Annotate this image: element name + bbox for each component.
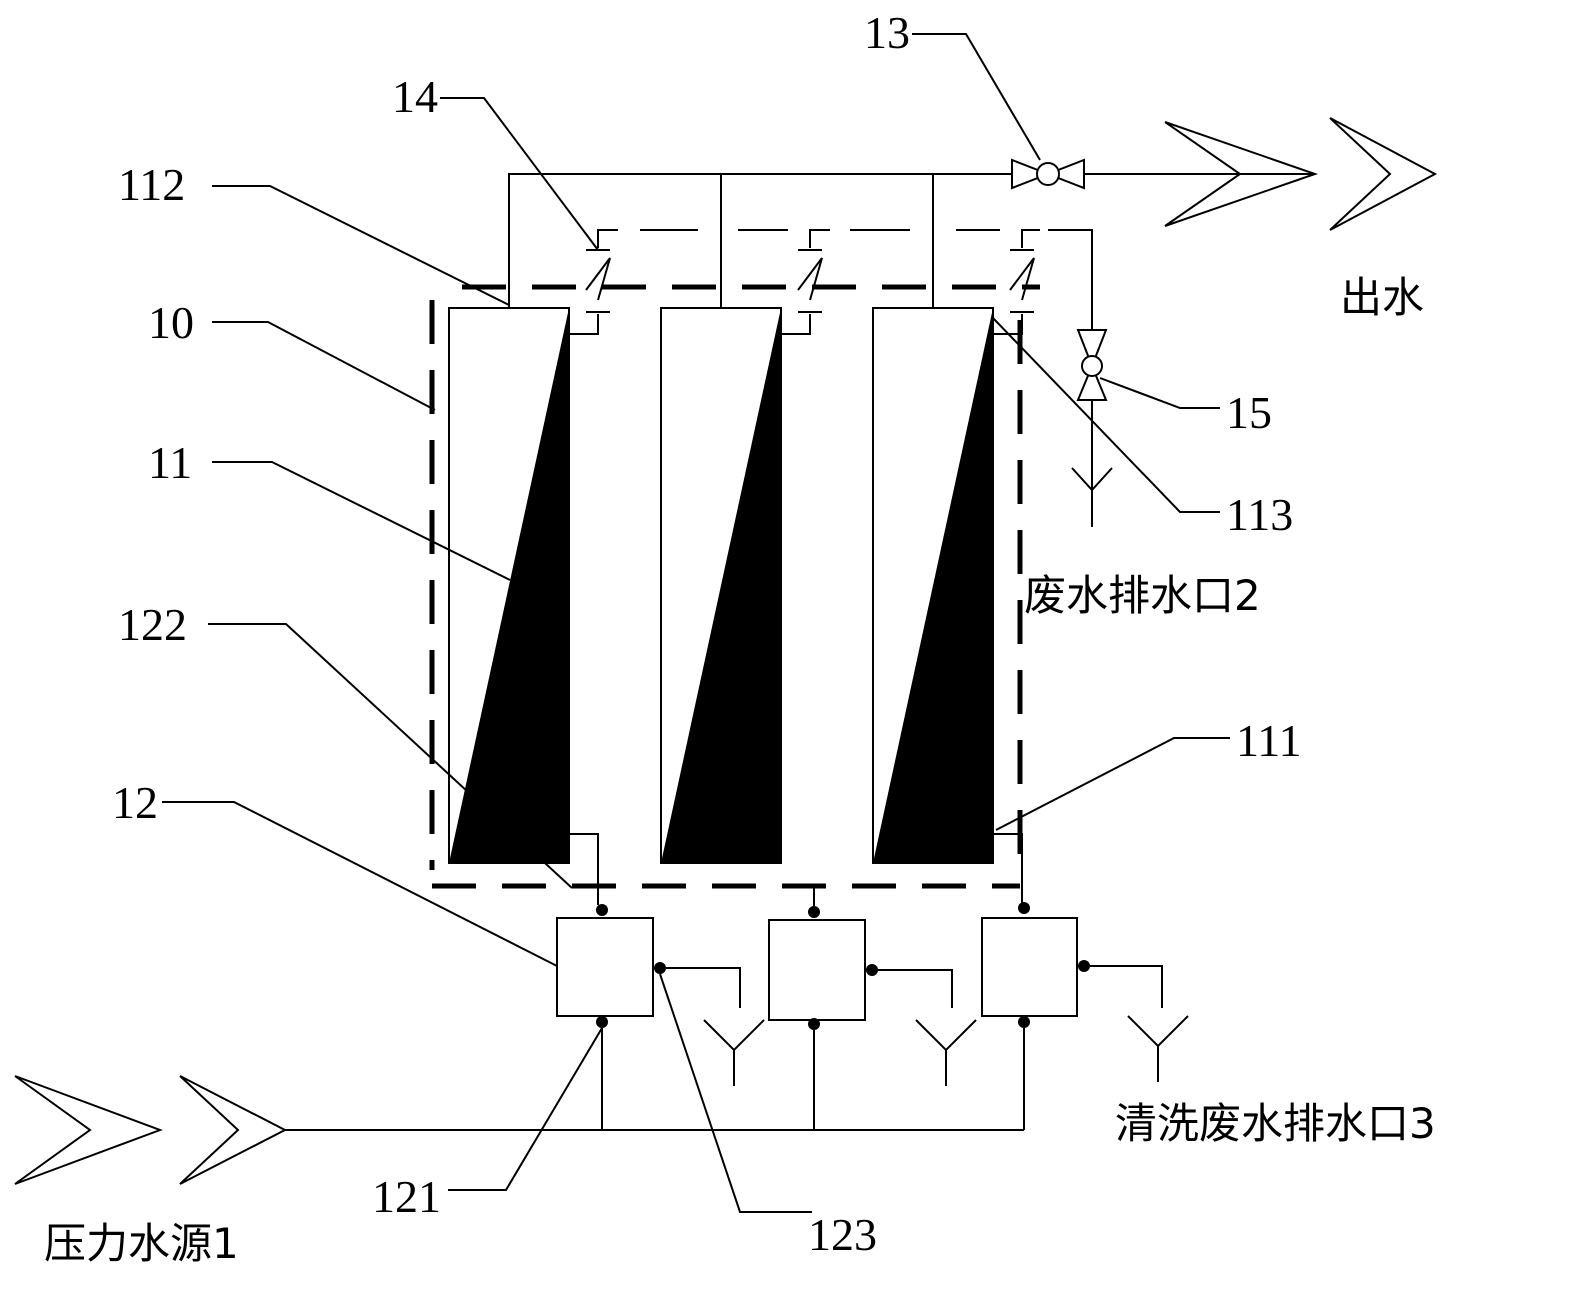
cartridge-bottom-pipes [569, 833, 1023, 907]
label-112: 112 [118, 159, 185, 210]
label-121: 121 [372, 1171, 441, 1222]
inlet-pipe [285, 1028, 1025, 1131]
label-123: 123 [808, 1209, 877, 1260]
outlet-pipe [508, 173, 1315, 308]
leader-lines [162, 33, 1230, 1213]
check-valve-14b [797, 249, 823, 313]
filter-housing-dashed [429, 284, 1040, 889]
drain-funnel-2 [1071, 467, 1113, 492]
check-valve-14a [585, 249, 611, 313]
pressure-source-label: 压力水源1 [44, 1219, 239, 1268]
label-111: 111 [1236, 715, 1302, 766]
distribution-block-2 [768, 906, 878, 1030]
distribution-block-3 [981, 902, 1090, 1028]
label-11: 11 [148, 437, 192, 488]
label-13: 13 [864, 7, 910, 58]
filter-cartridge-3 [872, 307, 994, 864]
label-15: 15 [1226, 387, 1272, 438]
inlet-arrow [14, 1075, 288, 1185]
filter-cartridge-2 [660, 307, 782, 864]
label-14: 14 [392, 71, 438, 122]
distribution-block-1 [556, 904, 666, 1028]
valve-15 [1076, 329, 1108, 401]
cleaning-drain-funnels [703, 1015, 1189, 1086]
check-valve-14c [1009, 249, 1035, 313]
outlet-arrow [1164, 117, 1438, 231]
label-113: 113 [1226, 489, 1293, 540]
waste-drain-label: 废水排水口2 [1024, 571, 1261, 620]
label-122: 122 [118, 599, 187, 650]
waste-pipe-network [569, 229, 1093, 527]
cleaning-drain-pipes [666, 965, 1163, 1008]
filter-cartridge-1 [448, 307, 570, 864]
outlet-label: 出水 [1340, 273, 1424, 322]
valve-13 [1011, 158, 1085, 190]
label-12: 12 [112, 777, 158, 828]
cleaning-drain-label: 清洗废水排水口3 [1115, 1099, 1436, 1148]
label-10: 10 [148, 297, 194, 348]
